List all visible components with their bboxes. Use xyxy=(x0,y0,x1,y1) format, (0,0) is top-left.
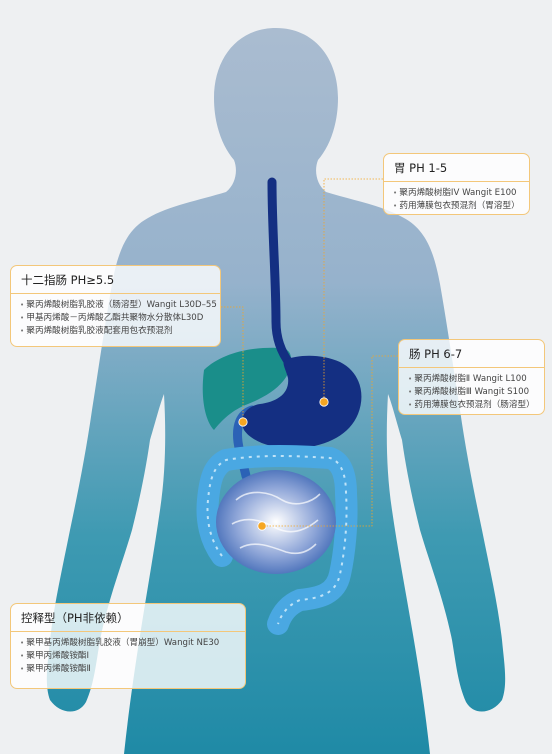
list-item: 聚丙烯酸树脂IV Wangit E100 xyxy=(393,187,521,200)
list-item: 药用薄膜包衣预混剂（肠溶型） xyxy=(408,399,536,412)
liver xyxy=(202,347,292,430)
stomach-title: 胃 PH 1-5 xyxy=(384,160,529,182)
list-item: 聚甲基丙烯酸树脂乳胶液（胃崩型）Wangit NE30 xyxy=(20,637,237,650)
stomach-marker xyxy=(319,397,329,407)
release-title: 控释型（PH非依赖） xyxy=(11,610,245,632)
duodenum-list: 聚丙烯酸树脂乳胶液（肠溶型）Wangit L30D–55 甲基丙烯酸－丙烯酸乙酯… xyxy=(19,299,217,338)
small-intestine xyxy=(216,470,336,574)
list-item: 聚甲丙烯酸铵酯Ⅰ xyxy=(20,650,237,663)
body-silhouette xyxy=(46,28,506,754)
intestine-marker xyxy=(257,521,267,531)
stomach-callout: 胃 PH 1-5 聚丙烯酸树脂IV Wangit E100 药用薄膜包衣预混剂（… xyxy=(383,153,530,215)
duodenum-callout: 十二指肠 PH≥5.5 聚丙烯酸树脂乳胶液（肠溶型）Wangit L30D–55… xyxy=(10,265,221,347)
list-item: 聚丙烯酸树脂乳胶液（肠溶型）Wangit L30D–55 xyxy=(20,299,217,312)
esophagus xyxy=(267,177,295,369)
list-item: 药用薄膜包衣预混剂（胃溶型） xyxy=(393,200,521,213)
list-item: 聚丙烯酸树脂乳胶液配套用包衣预混剂 xyxy=(20,325,212,338)
list-item: 甲基丙烯酸－丙烯酸乙酯共聚物水分散体L30D xyxy=(20,312,212,325)
list-item: 聚丙烯酸树脂Ⅱ Wangit L100 xyxy=(408,373,536,386)
release-list: 聚甲基丙烯酸树脂乳胶液（胃崩型）Wangit NE30 聚甲丙烯酸铵酯Ⅰ 聚甲丙… xyxy=(19,637,237,676)
large-intestine xyxy=(196,445,358,635)
intestine-title: 肠 PH 6-7 xyxy=(399,346,544,368)
duodenum-marker xyxy=(238,417,248,427)
list-item: 聚丙烯酸树脂Ⅲ Wangit S100 xyxy=(408,386,536,399)
duodenum-title: 十二指肠 PH≥5.5 xyxy=(11,272,220,294)
list-item: 聚甲丙烯酸铵酯Ⅱ xyxy=(20,663,237,676)
stomach-list: 聚丙烯酸树脂IV Wangit E100 药用薄膜包衣预混剂（胃溶型） xyxy=(392,187,521,213)
intestine-callout: 肠 PH 6-7 聚丙烯酸树脂Ⅱ Wangit L100 聚丙烯酸树脂Ⅲ Wan… xyxy=(398,339,545,415)
release-callout: 控释型（PH非依赖） 聚甲基丙烯酸树脂乳胶液（胃崩型）Wangit NE30 聚… xyxy=(10,603,246,689)
intestine-list: 聚丙烯酸树脂Ⅱ Wangit L100 聚丙烯酸树脂Ⅲ Wangit S100 … xyxy=(407,373,536,412)
stomach-organ xyxy=(241,355,362,449)
leader-lines xyxy=(221,178,398,527)
